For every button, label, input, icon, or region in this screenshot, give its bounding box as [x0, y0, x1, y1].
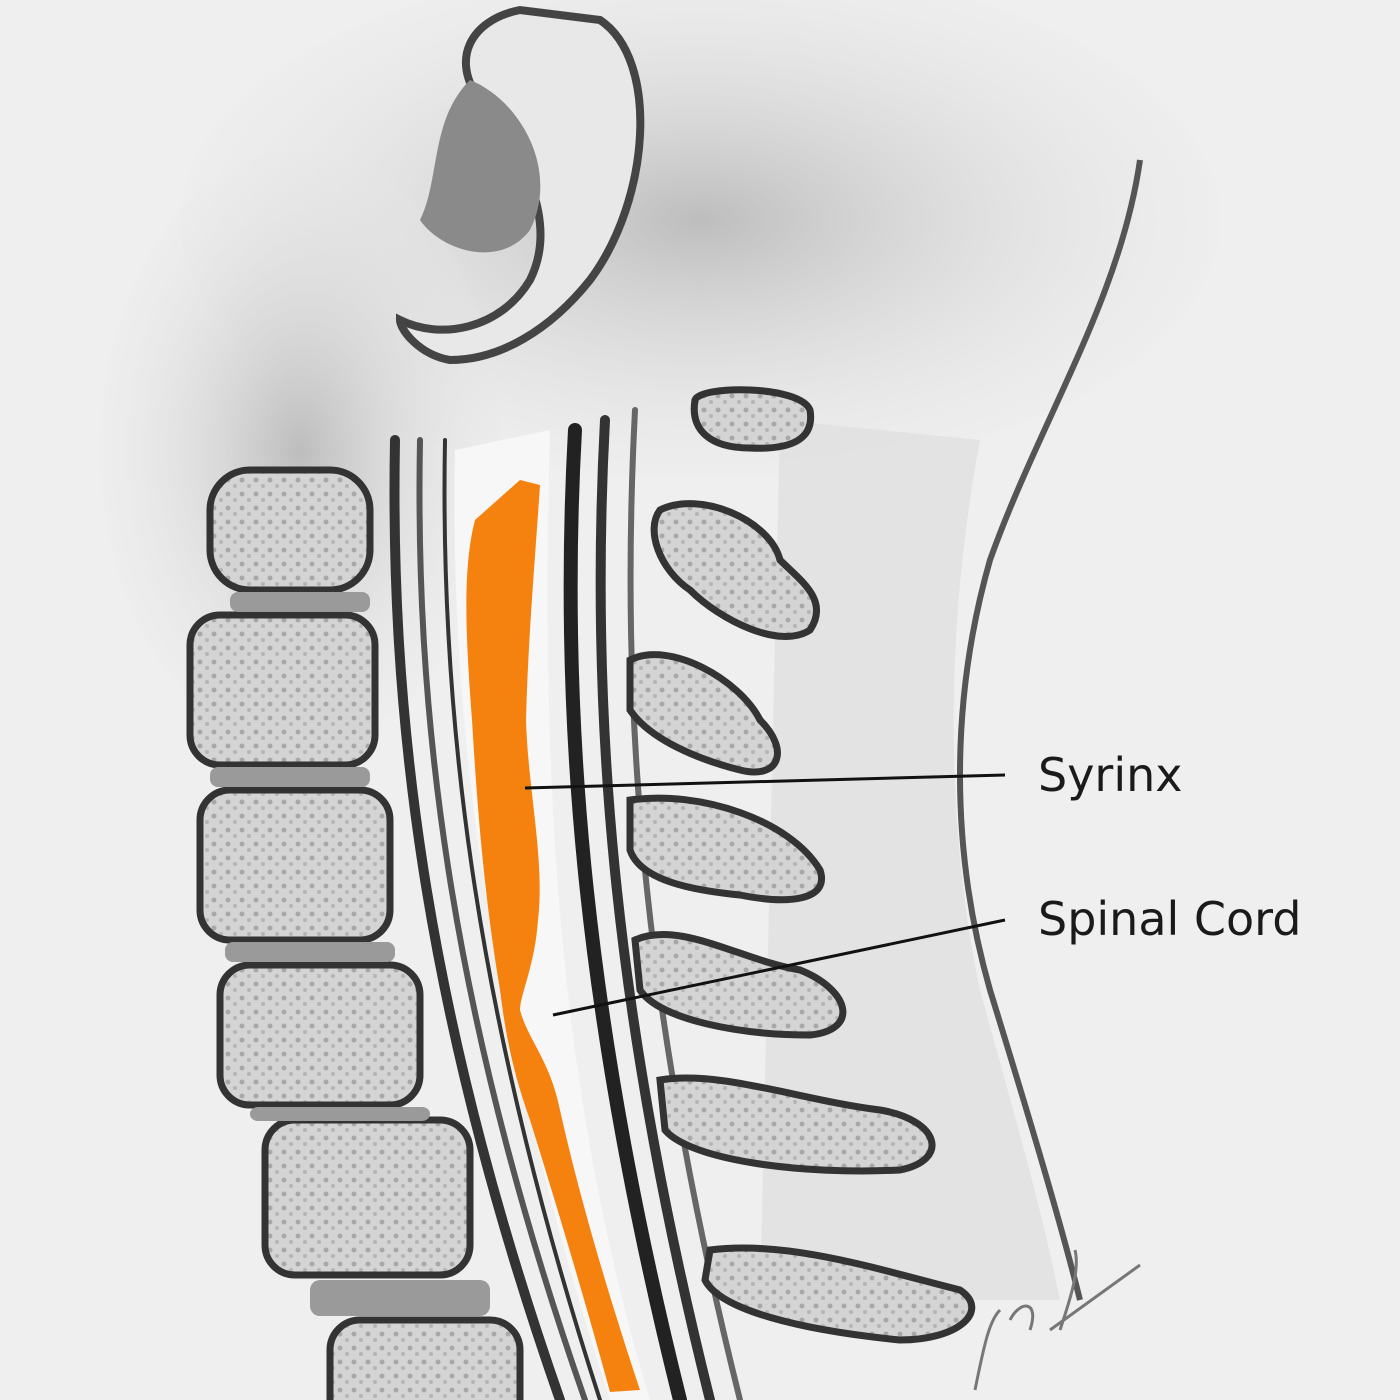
ear-icon	[395, 5, 645, 365]
neck-outline	[957, 159, 1143, 1301]
syrinx-leader-line	[524, 773, 1006, 790]
vertebral-bodies	[186, 466, 524, 1400]
label-spinal-cord: Spinal Cord	[1038, 892, 1302, 946]
label-syrinx: Syrinx	[1038, 748, 1183, 802]
spinous-processes	[626, 386, 976, 1344]
spinal-cord-leader-line	[552, 918, 1006, 1017]
artist-signature	[973, 1249, 1141, 1391]
syrinx-cavity	[466, 480, 640, 1392]
neck-muscle	[760, 420, 1060, 1300]
intervertebral-discs	[210, 592, 490, 1316]
spinal-canal	[389, 407, 743, 1400]
